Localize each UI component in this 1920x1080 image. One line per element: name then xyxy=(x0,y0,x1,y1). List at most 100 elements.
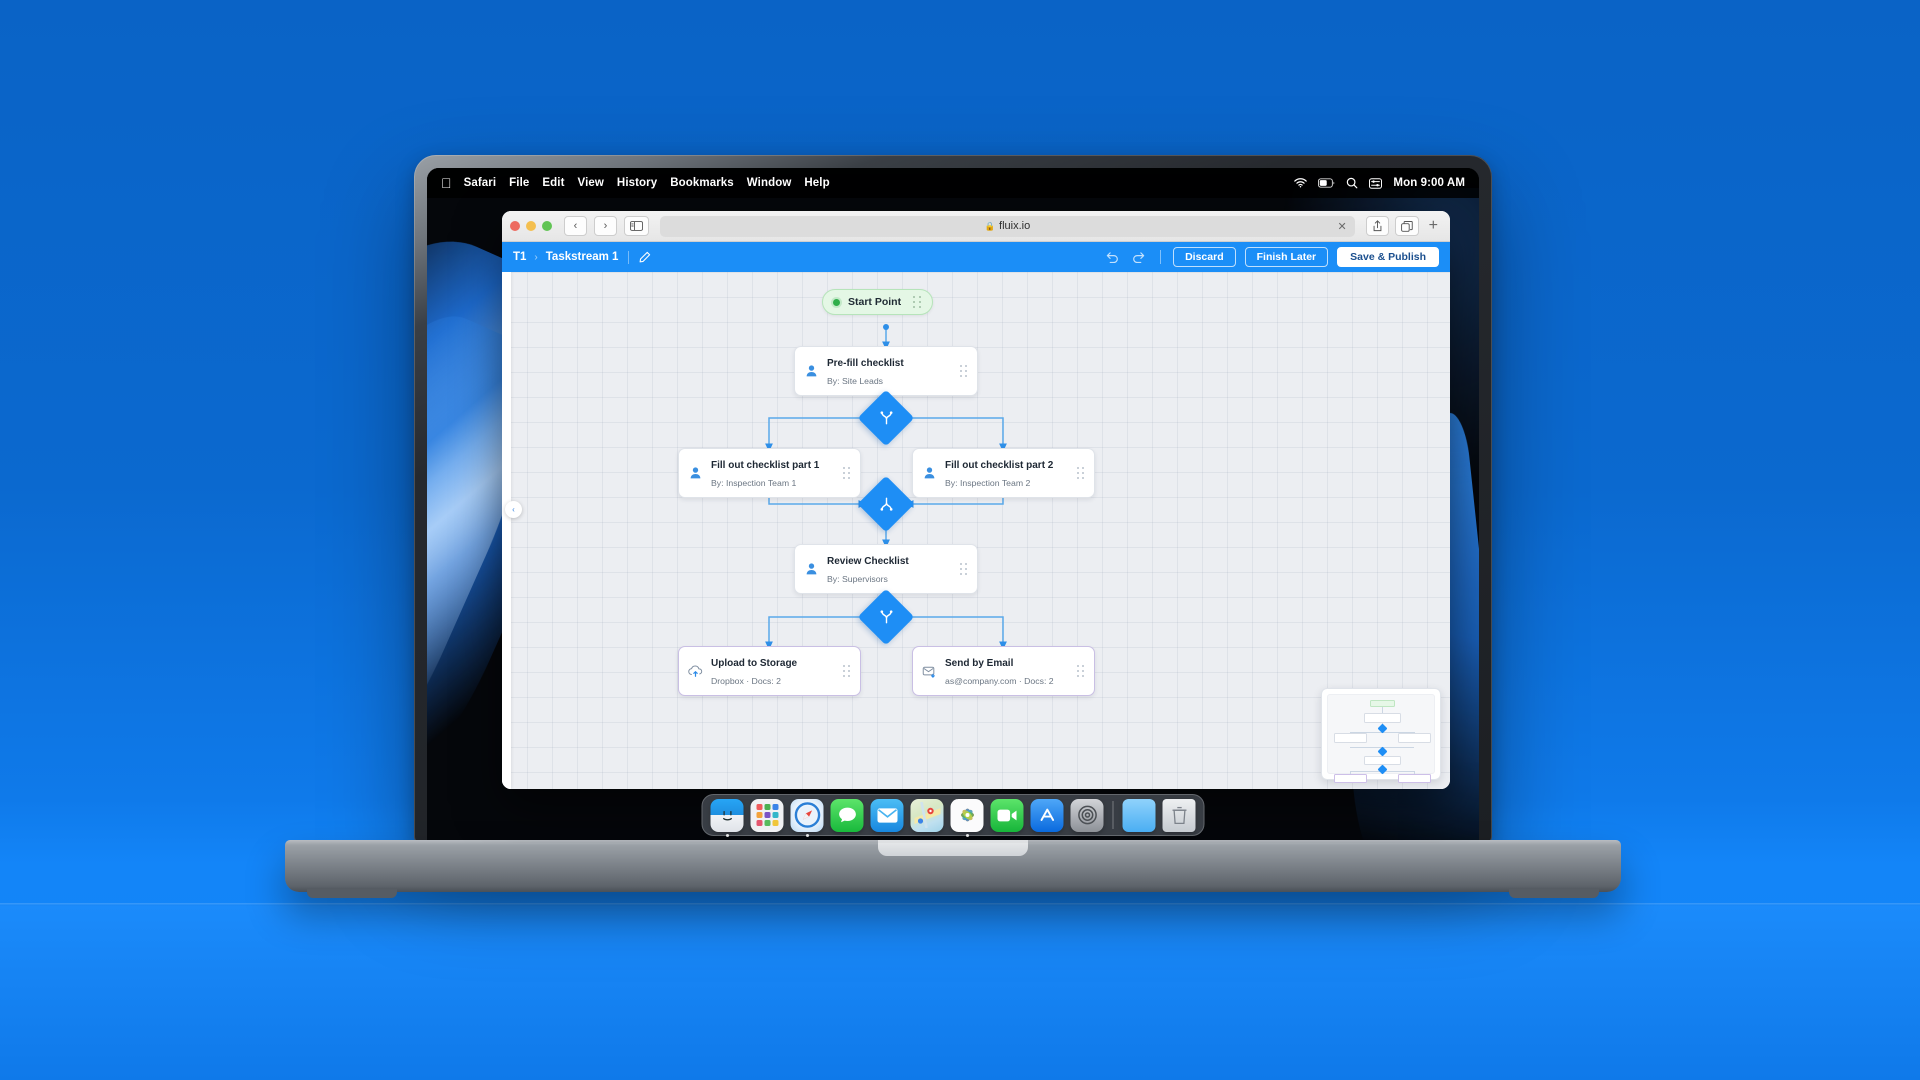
safari-window: ‹ › 🔒 fluix.io ✕ xyxy=(502,211,1450,789)
battery-icon[interactable] xyxy=(1318,178,1335,188)
dock-item-photos[interactable] xyxy=(950,798,984,837)
tab-overview-icon[interactable] xyxy=(1394,216,1419,236)
sidebar-icon[interactable] xyxy=(624,216,649,236)
wifi-icon[interactable] xyxy=(1294,178,1308,188)
flow-node-split-2[interactable] xyxy=(857,588,915,646)
menu-item-help[interactable]: Help xyxy=(793,177,829,189)
close-window-button[interactable] xyxy=(510,221,520,231)
close-icon[interactable]: ✕ xyxy=(1337,220,1347,233)
toolbar-divider xyxy=(1160,250,1162,264)
minimap-canvas xyxy=(1327,694,1435,783)
dock-divider xyxy=(1112,801,1114,829)
address-bar[interactable]: 🔒 fluix.io ✕ xyxy=(660,215,1355,237)
redo-icon[interactable] xyxy=(1130,248,1148,266)
menubar-clock[interactable]: Mon 9:00 AM xyxy=(1393,177,1465,189)
breadcrumb-current[interactable]: Taskstream 1 xyxy=(545,251,619,263)
flow-node-upload-to-storage[interactable]: Upload to Storage Dropbox · Docs: 2 xyxy=(678,646,861,696)
drag-handle-icon[interactable] xyxy=(1076,466,1086,480)
flow-node-fill-out-checklist-part-1[interactable]: Fill out checklist part 1 By: Inspection… xyxy=(678,448,861,498)
menu-item-bookmarks[interactable]: Bookmarks xyxy=(659,177,733,189)
apple-logo-icon[interactable]:  xyxy=(441,176,452,190)
breadcrumb: T1 › Taskstream 1 xyxy=(513,250,651,264)
breadcrumb-root[interactable]: T1 xyxy=(513,251,527,263)
person-icon xyxy=(688,466,703,481)
browser-toolbar: ‹ › 🔒 fluix.io ✕ xyxy=(502,211,1450,242)
dock-item-mail[interactable] xyxy=(870,798,904,832)
window-controls xyxy=(510,221,552,231)
minimap[interactable] xyxy=(1321,688,1441,783)
flow-node-title: Fill out checklist part 2 xyxy=(945,460,1054,471)
dock-item-app-store[interactable] xyxy=(1030,798,1064,832)
menu-item-window[interactable]: Window xyxy=(736,177,791,189)
breadcrumb-divider xyxy=(628,250,630,264)
share-icon[interactable] xyxy=(1365,216,1389,236)
left-panel-strip xyxy=(502,272,511,789)
flow-node-subtitle: By: Inspection Team 1 xyxy=(711,478,797,488)
cloud-upload-icon xyxy=(688,664,703,679)
flow-node-subtitle: By: Inspection Team 2 xyxy=(945,478,1031,488)
drag-handle-icon[interactable] xyxy=(1076,664,1086,678)
dock-item-messages[interactable] xyxy=(830,798,864,832)
drag-handle-icon[interactable] xyxy=(959,364,969,378)
back-button[interactable]: ‹ xyxy=(564,216,587,236)
person-icon xyxy=(804,562,819,577)
flow-node-title: Send by Email xyxy=(945,658,1014,669)
flow-node-pre-fill-checklist[interactable]: Pre-fill checklist By: Site Leads xyxy=(794,346,978,396)
flow-node-title: Pre-fill checklist xyxy=(827,358,904,369)
flow-node-subtitle: Dropbox · Docs: 2 xyxy=(711,676,782,686)
person-icon xyxy=(804,364,819,379)
menu-item-view[interactable]: View xyxy=(566,177,604,189)
app-toolbar: T1 › Taskstream 1 xyxy=(502,242,1450,272)
dock-item-trash[interactable] xyxy=(1162,798,1196,832)
forward-button[interactable]: › xyxy=(594,216,617,236)
search-icon[interactable] xyxy=(1346,177,1358,189)
breadcrumb-separator: › xyxy=(534,251,538,263)
finish-later-button[interactable]: Finish Later xyxy=(1244,247,1329,267)
flow-node-merge-1[interactable] xyxy=(857,475,915,533)
drag-handle-icon[interactable] xyxy=(842,664,852,678)
menu-item-file[interactable]: File xyxy=(498,177,529,189)
menu-item-edit[interactable]: Edit xyxy=(531,177,564,189)
dock-item-finder[interactable] xyxy=(710,798,744,837)
zoom-window-button[interactable] xyxy=(542,221,552,231)
flow-node-review-checklist[interactable]: Review Checklist By: Supervisors xyxy=(794,544,978,594)
flow-node-title: Upload to Storage xyxy=(711,658,798,669)
menu-item-history[interactable]: History xyxy=(606,177,657,189)
flow-node-fill-out-checklist-part-2[interactable]: Fill out checklist part 2 By: Inspection… xyxy=(912,448,1095,498)
flow-node-subtitle: By: Site Leads xyxy=(827,376,884,386)
dock-item-maps[interactable] xyxy=(910,798,944,832)
split-branch-icon xyxy=(866,398,906,438)
drag-handle-icon[interactable] xyxy=(913,295,922,309)
flow-diagram: Start Point Pre-fill checklist By: Site … xyxy=(502,272,1450,789)
flow-node-split-1[interactable] xyxy=(857,389,915,447)
laptop-foot-right xyxy=(1509,889,1599,898)
pencil-icon[interactable] xyxy=(639,251,651,263)
discard-button[interactable]: Discard xyxy=(1173,247,1236,267)
flow-node-start-point[interactable]: Start Point xyxy=(822,289,933,315)
dock-item-downloads-folder[interactable] xyxy=(1122,798,1156,832)
new-tab-button[interactable]: + xyxy=(1428,217,1438,234)
lock-icon: 🔒 xyxy=(984,220,996,231)
control-center-icon[interactable] xyxy=(1369,177,1383,189)
laptop-screen:  Safari File Edit View History Bookmark… xyxy=(427,168,1479,843)
dock-item-facetime[interactable] xyxy=(990,798,1024,832)
macos-dock xyxy=(701,794,1205,837)
drag-handle-icon[interactable] xyxy=(842,466,852,480)
save-publish-button[interactable]: Save & Publish xyxy=(1337,247,1439,267)
menu-item-safari[interactable]: Safari xyxy=(453,177,496,189)
dock-item-launchpad[interactable] xyxy=(750,798,784,832)
drag-handle-icon[interactable] xyxy=(959,562,969,576)
undo-icon[interactable] xyxy=(1103,248,1121,266)
flow-canvas[interactable]: ‹ xyxy=(502,272,1450,789)
panel-collapse-button[interactable]: ‹ xyxy=(505,501,522,518)
flow-node-title: Fill out checklist part 1 xyxy=(711,460,820,471)
flow-node-send-by-email[interactable]: Send by Email as@company.com · Docs: 2 xyxy=(912,646,1095,696)
minimize-window-button[interactable] xyxy=(526,221,536,231)
dock-item-system-settings[interactable] xyxy=(1070,798,1104,832)
flow-node-title: Start Point xyxy=(848,296,902,308)
macos-menubar:  Safari File Edit View History Bookmark… xyxy=(427,168,1479,198)
laptop-base xyxy=(285,840,1621,898)
green-dot-icon xyxy=(833,298,840,306)
dock-item-safari[interactable] xyxy=(790,798,824,837)
